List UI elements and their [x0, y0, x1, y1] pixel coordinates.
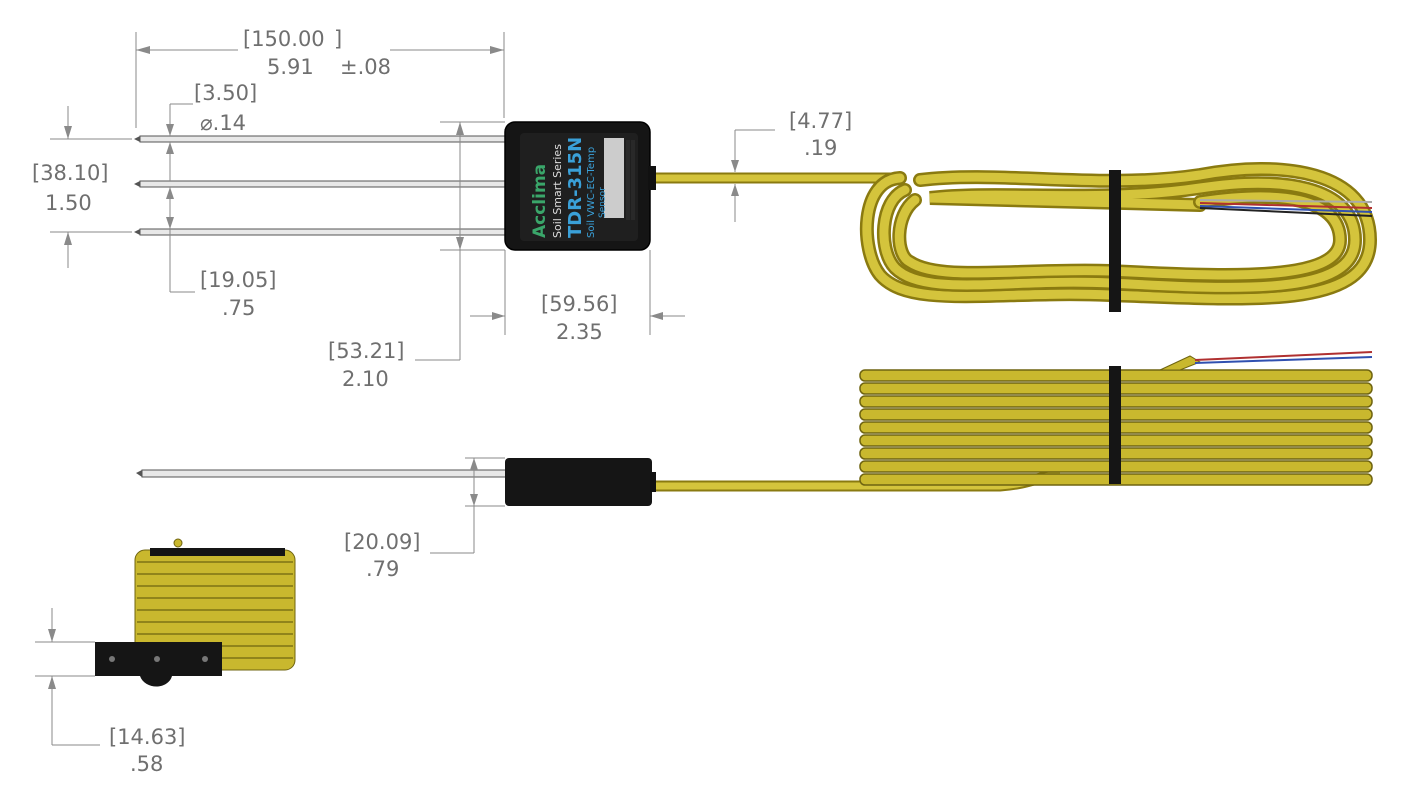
- probe-rod-middle: [139, 180, 509, 188]
- dim-tolerance: ±.08: [340, 55, 391, 79]
- dim-body-height-in: 2.10: [342, 367, 389, 391]
- dim-diameter-in: ⌀.14: [200, 111, 246, 135]
- probe-tip: [134, 229, 140, 235]
- dim-body-width-mm: [59.56]: [541, 292, 618, 316]
- dim-body-thick-mm: [20.09]: [344, 530, 421, 554]
- cable-tie-side: [1109, 366, 1121, 484]
- dim-bracket-in: .58: [130, 752, 163, 776]
- end-view: [95, 538, 296, 687]
- dim-length-in: 5.91: [267, 55, 314, 79]
- probe-rod-bottom: [139, 228, 509, 236]
- dim-length-bracket: ]: [334, 27, 342, 51]
- barcode: [626, 140, 635, 220]
- probe-rods-top: [134, 135, 509, 236]
- dimension-lines: [35, 32, 775, 746]
- probe-rod-side: [141, 469, 509, 478]
- dim-spacing-total-in: 1.50: [45, 191, 92, 215]
- side-view: [136, 351, 1373, 506]
- cable-top-view: [656, 161, 1378, 312]
- dim-cable-dia-in: .19: [804, 136, 837, 160]
- sensor-body-top: Acclima Soil Smart Series TDR-315N Soil …: [504, 121, 656, 251]
- mounting-bracket: [95, 642, 222, 687]
- dim-body-height-mm: [53.21]: [328, 339, 405, 363]
- dim-spacing-total-mm: [38.10]: [32, 161, 109, 185]
- probe-tip: [134, 136, 140, 142]
- sensor-body-side: [505, 458, 652, 506]
- dim-spacing-half-in: .75: [222, 296, 255, 320]
- dim-bracket-mm: [14.63]: [109, 725, 186, 749]
- series-text: Soil Smart Series: [551, 144, 564, 238]
- dim-cable-dia-mm: [4.77]: [789, 109, 852, 133]
- model-text: TDR-315N: [565, 137, 586, 238]
- dimension-labels: [150.00 ] 5.91 ±.08 [3.50] ⌀.14 [38.10] …: [32, 27, 852, 776]
- description-text: Soil VWC-EC-Temp: [586, 147, 597, 238]
- dim-body-width-in: 2.35: [556, 320, 603, 344]
- cable-tie: [1109, 170, 1121, 312]
- cable-coil-side: [859, 351, 1373, 486]
- brand-logo-text: Acclima: [530, 164, 550, 238]
- probe-rod-top: [139, 135, 509, 143]
- barcode-label: [604, 138, 624, 218]
- probe-tip: [134, 181, 140, 187]
- dim-diameter-mm: [3.50]: [194, 81, 257, 105]
- dim-spacing-half-mm: [19.05]: [200, 268, 277, 292]
- dim-body-thick-in: .79: [366, 557, 399, 581]
- dim-length-mm: [150.00: [243, 27, 325, 51]
- description-text-2: Sensor: [598, 187, 608, 218]
